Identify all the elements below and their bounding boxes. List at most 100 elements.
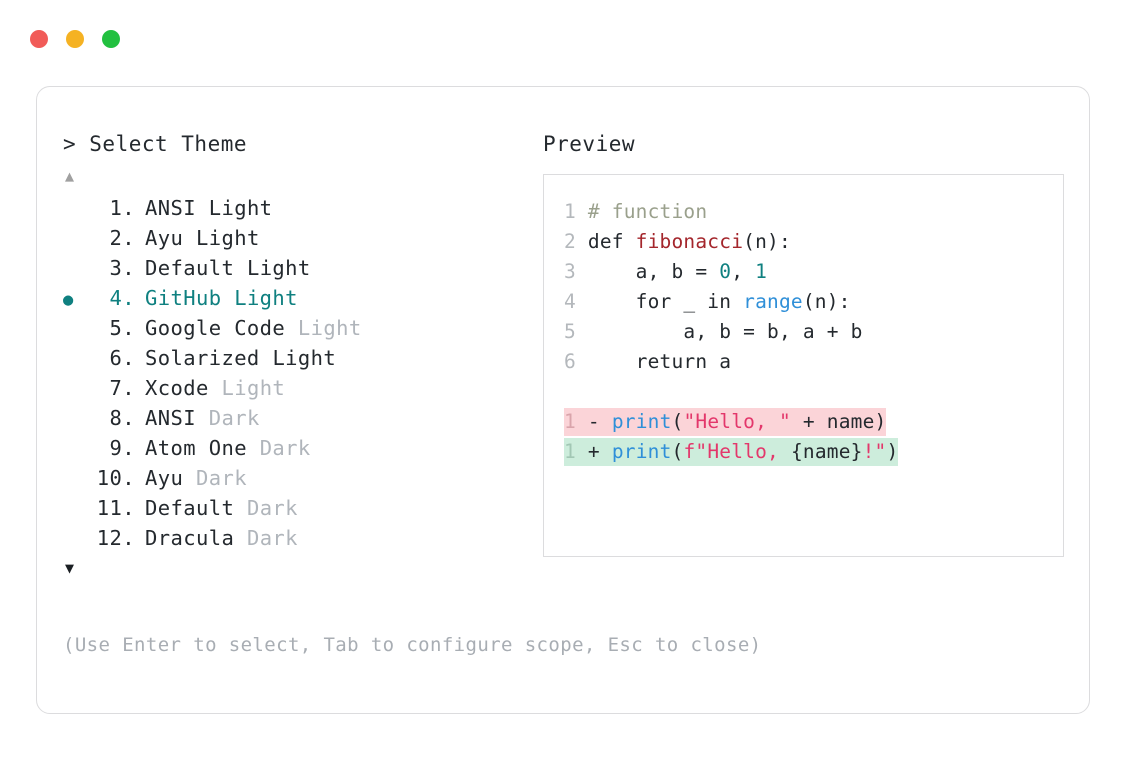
theme-item-number: 4. [109,286,135,310]
theme-item-variant: Dark [246,496,298,520]
diff-line-number: 1 [564,410,576,433]
code-token: a, b = b, a + b [587,320,863,343]
code-line-number: 3 [564,260,576,283]
code-line-number: 2 [564,230,576,253]
code-token: range [743,290,803,313]
code-token: + name) [790,410,887,433]
code-token: (n): [802,290,851,313]
code-token: f"Hello, [683,440,791,463]
code-line-number: 5 [564,320,576,343]
theme-item-variant: Light [234,286,298,310]
theme-item-name: Dracula [145,526,235,550]
code-line: 3 a, b = 0, 1 [544,257,1063,287]
theme-list-item[interactable]: 6. Solarized Light [63,343,533,373]
theme-list-item[interactable]: 12.Dracula Dark [63,523,533,553]
code-token: 0 [719,260,732,283]
code-token: a, b = [587,260,720,283]
code-line-number: 4 [564,290,576,313]
theme-list-item[interactable]: 5.Google Code Light [63,313,533,343]
theme-item-label: GitHub Light [135,283,298,313]
scroll-up-icon[interactable]: ▲ [65,167,75,185]
theme-list-item[interactable]: 9.Atom One Dark [63,433,533,463]
code-token: 1 [755,260,768,283]
theme-item-name: ANSI [145,406,196,430]
theme-item-variant: Light [195,226,260,250]
theme-item-label: Dracula Dark [135,523,298,553]
close-window-button[interactable] [30,30,48,48]
code-line-number: 6 [564,350,576,373]
theme-item-variant: Light [246,256,311,280]
code-token: ( [671,440,684,463]
theme-item-name: Xcode [145,376,209,400]
selected-bullet-icon: ● [63,290,74,310]
theme-list-item[interactable]: 1.ANSI Light [63,193,533,223]
theme-item-name: Solarized [145,346,260,370]
theme-item-name: Google Code [145,316,286,340]
code-token: !" [862,440,887,463]
code-token: (n): [743,230,791,253]
theme-item-name: Ayu [145,226,184,250]
theme-item-number: 1. [109,196,135,220]
theme-item-label: Ayu Light [135,223,260,253]
code-token: print [611,410,672,433]
code-token: ) [886,440,899,463]
theme-item-label: Xcode Light [135,373,285,403]
theme-item-number: 7. [109,376,135,400]
theme-item-label: Default Light [135,253,311,283]
theme-item-number: 5. [109,316,135,340]
theme-item-label: ANSI Dark [135,403,260,433]
theme-item-number: 8. [109,406,135,430]
theme-item-number: 6. [109,346,135,370]
code-token: return a [587,350,732,373]
diff-line-number: 1 [564,440,576,463]
theme-list-item[interactable]: 8.ANSI Dark [63,403,533,433]
theme-list-item[interactable]: 2.Ayu Light [63,223,533,253]
code-token: print [611,440,672,463]
code-token: ( [671,410,684,433]
theme-item-label: Google Code Light [135,313,362,343]
diff-added-line: 1 + print(f"Hello, {name}!") [544,437,1063,467]
theme-list-item[interactable]: ● 4.GitHub Light [63,283,533,313]
maximize-window-button[interactable] [102,30,120,48]
theme-item-variant: Light [208,196,273,220]
theme-item-label: Atom One Dark [135,433,311,463]
code-line: 2 def fibonacci(n): [544,227,1063,257]
code-token: def [587,230,636,253]
diff-sample: 1 - print("Hello, " + name)1 + print(f"H… [544,407,1063,467]
theme-list-item[interactable]: 3.Default Light [63,253,533,283]
theme-item-variant: Dark [259,436,311,460]
theme-item-variant: Light [272,346,337,370]
theme-item-number: 2. [109,226,135,250]
theme-item-name: Default [145,256,235,280]
theme-list-item[interactable]: 10.Ayu Dark [63,463,533,493]
code-line: 6 return a [544,347,1063,377]
keyboard-hint: (Use Enter to select, Tab to configure s… [63,634,762,656]
theme-list-item[interactable]: 11.Default Dark [63,493,533,523]
theme-item-number: 11. [96,496,135,520]
theme-item-label: Default Dark [135,493,298,523]
minimize-window-button[interactable] [66,30,84,48]
theme-item-variant: Dark [246,526,298,550]
diff-highlight: 1 + print(f"Hello, {name}!") [564,438,899,466]
code-token: {name} [790,440,863,463]
diff-marker: - [587,410,600,433]
scroll-down-icon[interactable]: ▼ [65,559,75,577]
diff-removed-line: 1 - print("Hello, " + name) [544,407,1063,437]
theme-list-item[interactable]: 7.Xcode Light [63,373,533,403]
theme-item-variant: Dark [195,466,247,490]
code-line: 4 for _ in range(n): [544,287,1063,317]
code-token: # function [587,200,708,223]
page-title: > Select Theme [63,132,248,156]
theme-item-name: Ayu [145,466,184,490]
theme-item-number: 3. [109,256,135,280]
code-token: "Hello, " [683,410,791,433]
theme-item-variant: Light [221,376,286,400]
window-traffic-lights [30,30,120,48]
theme-item-name: Default [145,496,235,520]
